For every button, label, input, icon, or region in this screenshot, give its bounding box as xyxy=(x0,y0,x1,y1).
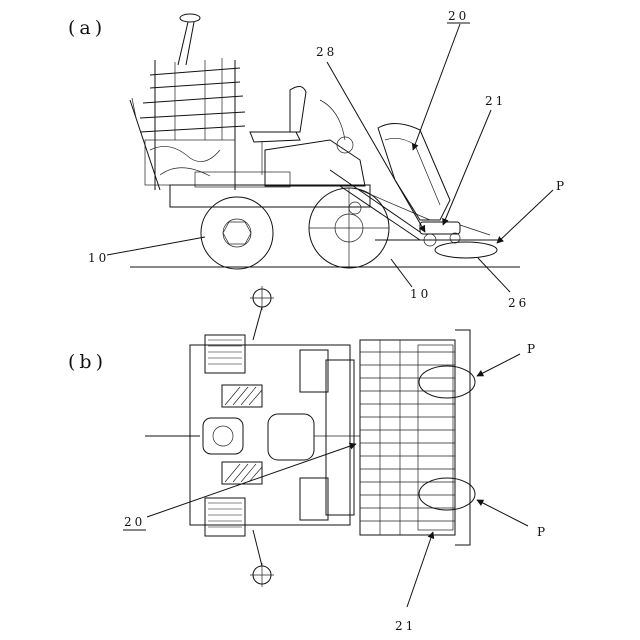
operator-seat xyxy=(250,86,306,175)
label-20-a: 20 xyxy=(448,9,469,23)
region-26-ellipse xyxy=(435,242,497,258)
marker-rotor-top xyxy=(250,286,274,340)
label-P-b-bottom: P xyxy=(537,525,548,539)
leader-26 xyxy=(478,258,510,292)
region-P-bottom xyxy=(419,478,475,510)
marker-rotor-bottom xyxy=(250,530,274,587)
label-10-left: 10 xyxy=(88,251,109,265)
region-P-top xyxy=(419,366,475,398)
wheel-br xyxy=(300,478,328,520)
label-10-right: 10 xyxy=(410,287,431,301)
seedling-rack xyxy=(130,58,245,190)
leader-10-right xyxy=(391,259,412,287)
label-26: 26 xyxy=(508,296,529,310)
hatched-panels xyxy=(222,385,262,484)
engine-hood xyxy=(265,140,365,186)
label-28: 28 xyxy=(316,45,337,59)
planting-unit xyxy=(378,123,490,246)
rear-wheel xyxy=(201,197,273,269)
front-wheel xyxy=(309,188,389,268)
panel-a-label: (a) xyxy=(68,17,106,39)
planting-linkage xyxy=(330,170,430,240)
leader-21-b xyxy=(407,532,433,607)
label-21-b: 21 xyxy=(395,619,416,633)
panel-b-label: (b) xyxy=(68,351,107,373)
label-P-a: P xyxy=(556,179,567,193)
leader-P-b-top xyxy=(477,354,520,376)
leader-20-a xyxy=(413,24,460,150)
leader-20-b xyxy=(147,444,356,517)
seat-top-view xyxy=(203,418,243,454)
top-view-machine xyxy=(145,286,475,587)
leader-21-a xyxy=(443,110,491,225)
label-20-b: 20 xyxy=(124,515,145,529)
panel-a-leaders xyxy=(107,24,553,292)
wheel-tl xyxy=(205,335,245,373)
chassis-frame xyxy=(170,185,370,207)
wheel-bl xyxy=(205,498,245,536)
engine-tank xyxy=(268,414,360,460)
rack-top-handle xyxy=(178,14,200,65)
label-21-a: 21 xyxy=(485,94,506,108)
leader-10-left xyxy=(107,237,205,255)
leader-P-a xyxy=(497,190,553,243)
planting-section xyxy=(360,330,470,545)
wheel-tr xyxy=(300,350,328,392)
panel-b-leaders xyxy=(147,354,528,607)
leader-P-b-bottom xyxy=(477,500,528,526)
label-P-b-top: P xyxy=(527,342,538,356)
